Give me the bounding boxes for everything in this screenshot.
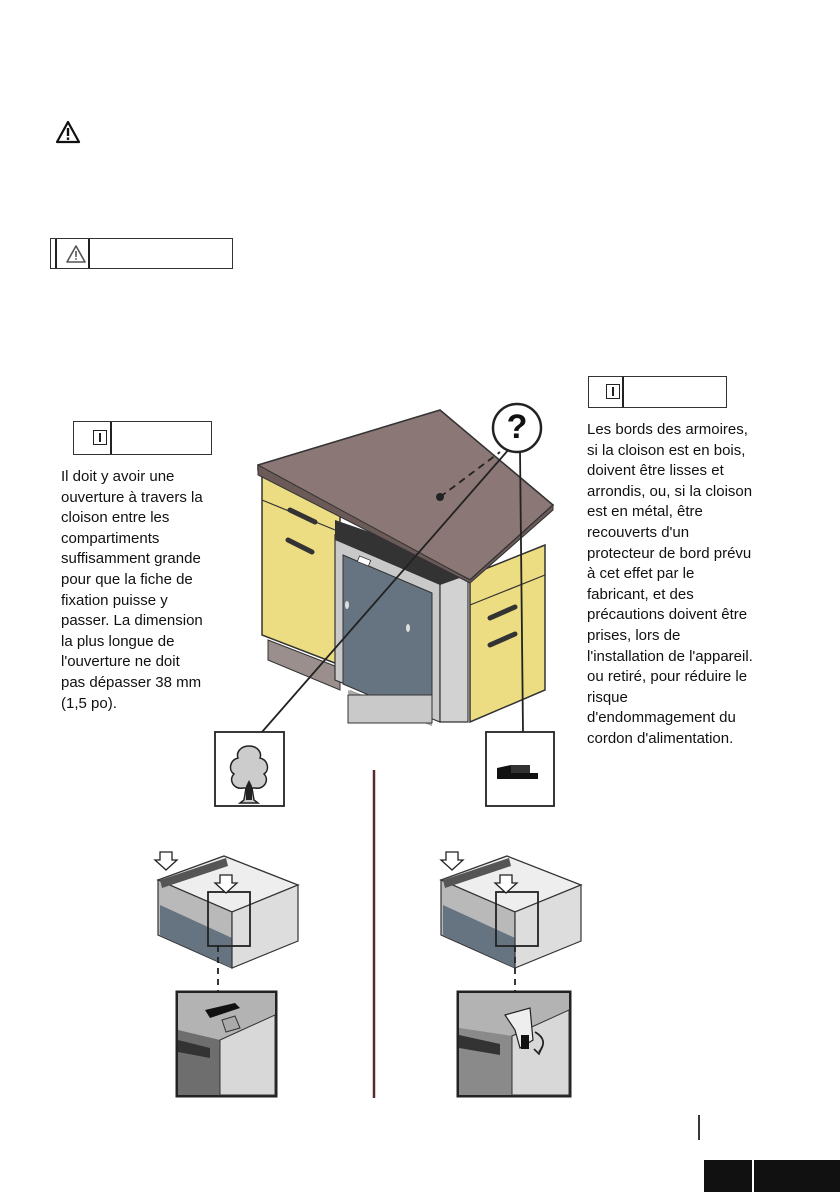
- zoom-detail-left: [175, 990, 278, 1098]
- question-mark: ?: [506, 408, 528, 446]
- note-line: cordon d'alimentation.: [587, 729, 734, 747]
- note-line: fixation puisse y: [61, 591, 168, 609]
- note-line: Il doit y avoir une: [61, 468, 175, 485]
- footer-divider: [752, 1160, 754, 1192]
- cabinet-left: [261, 468, 341, 691]
- warning-label-box: [50, 238, 233, 269]
- note-line: (1,5 po).: [61, 694, 117, 712]
- warning-icon: [55, 120, 81, 144]
- note-line: fabricant, et des: [587, 585, 694, 603]
- info-label-box: [588, 376, 727, 408]
- cabinet-right: [469, 543, 546, 724]
- note-line: à cet effet par le: [587, 565, 695, 583]
- note-line: l'installation de l'appareil.: [587, 647, 753, 665]
- note-line: suffisamment grande: [61, 550, 201, 568]
- note-line: arrondis, ou, si la cloison: [587, 482, 753, 500]
- info-label-box: [73, 421, 212, 455]
- tree-icon: [229, 745, 269, 804]
- right-note: Les bords des armoires, si la cloison es…: [587, 420, 753, 750]
- dishwasher: [334, 520, 469, 726]
- dishwasher-detail-left: [153, 851, 300, 992]
- note-line: cloison entre les: [61, 509, 170, 527]
- note-line: passer. La dimension: [61, 612, 203, 630]
- note-line: est en métal, être: [587, 503, 703, 521]
- note-line: si la cloison est en bois,: [587, 441, 746, 459]
- footer-band: [704, 1160, 840, 1192]
- metal-block-icon: [497, 765, 538, 779]
- note-line: protecteur de bord prévu: [587, 544, 752, 562]
- note-line: l'ouverture ne doit: [61, 653, 180, 671]
- countertop: [257, 409, 555, 584]
- question-circle: [491, 402, 543, 454]
- left-note: Il doit y avoir une ouverture à travers …: [61, 467, 203, 714]
- note-line: précautions doivent être: [587, 606, 748, 624]
- note-line: ou retiré, pour réduire le: [587, 668, 748, 686]
- dishwasher-detail-right: [439, 851, 583, 992]
- warning-icon: [66, 245, 86, 263]
- info-icon: [93, 430, 107, 445]
- note-line: Les bords des armoires,: [587, 421, 748, 438]
- info-icon: [606, 384, 620, 399]
- note-line: doivent être lisses et: [587, 462, 724, 480]
- zoom-detail-right: [456, 990, 572, 1098]
- note-line: ouverture à travers la: [61, 488, 203, 506]
- note-line: la plus longue de: [61, 632, 175, 650]
- note-line: pas dépasser 38 mm: [61, 673, 202, 691]
- note-line: pour que la fiche de: [61, 570, 193, 588]
- note-line: recouverts d'un: [587, 523, 690, 541]
- note-line: prises, lors de: [587, 626, 681, 644]
- note-line: risque: [587, 688, 628, 706]
- note-line: compartiments: [61, 529, 160, 547]
- note-line: d'endommagement du: [587, 709, 736, 727]
